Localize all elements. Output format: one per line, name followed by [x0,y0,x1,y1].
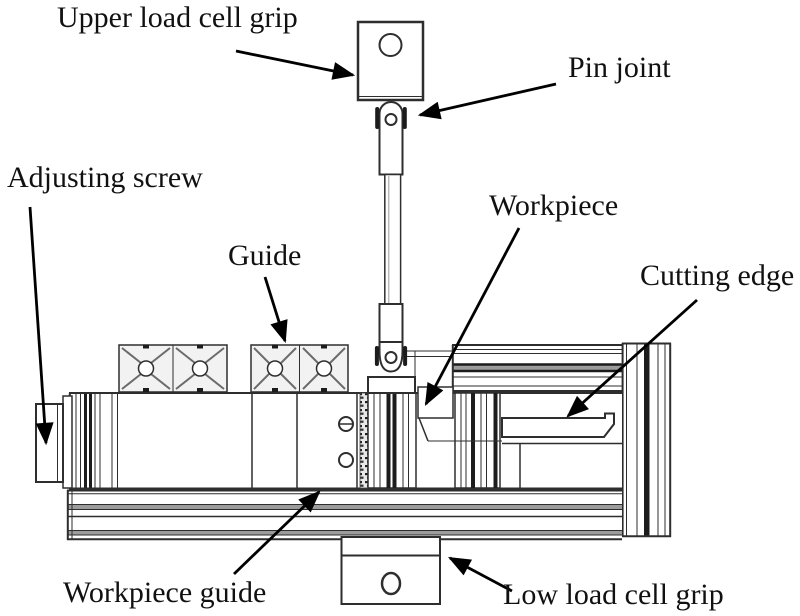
arrow-upper-load-cell-grip [235,49,356,80]
upper-load-cell-grip-block [356,20,425,102]
upper-rail [451,344,622,392]
adjusting-screw-block [35,395,73,489]
dowel-hole [338,452,354,468]
base-rail [66,489,622,541]
label-upper-load-cell-grip: Upper load cell grip [57,1,298,34]
arrow-low-load-cell-grip [448,556,513,593]
arrow-cutting-edge [566,298,698,418]
label-adjusting-screw: Adjusting screw [7,161,203,194]
arrow-guide [263,276,288,344]
arrow-adjusting-screw [28,206,54,446]
arrow-workpiece-guide [233,490,321,576]
label-workpiece-guide: Workpiece guide [63,576,267,609]
label-guide: Guide [228,239,302,272]
right-column [621,342,672,538]
low-load-cell-grip-bracket [340,536,441,605]
annotation-arrows [28,49,698,593]
arrow-workpiece [424,227,521,406]
label-cutting-edge: Cutting edge [640,259,795,292]
label-pin-joint: Pin joint [568,51,671,84]
back-plate [404,350,452,377]
guide-extrusion-right [250,344,349,393]
cutting-edge-tool [417,386,622,488]
pin-joint-upper [375,107,407,129]
workpiece-strip [359,392,369,489]
arrow-pin-joint [417,82,557,120]
guide-extrusion-left [118,344,228,393]
workpiece-grip [367,376,417,489]
label-workpiece: Workpiece [489,189,619,222]
carriage-body [68,392,622,490]
pull-rod [378,101,404,373]
pin-joint-lower [374,346,408,366]
label-low-load-cell-grip: Low load cell grip [503,578,724,611]
